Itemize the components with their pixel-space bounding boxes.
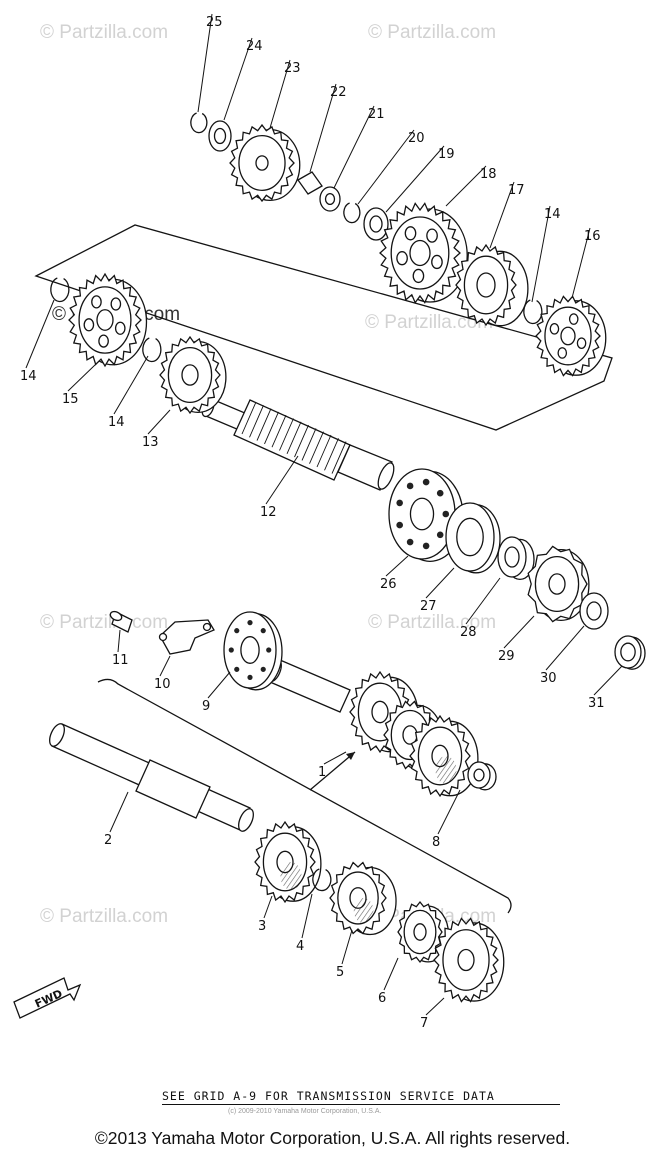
callout-11: 11 (112, 653, 129, 668)
lock-washer (579, 592, 609, 630)
collar (497, 536, 535, 581)
stopper-plate (159, 619, 215, 655)
bolt (109, 610, 133, 633)
callout-20: 20 (408, 131, 425, 146)
gear (229, 123, 301, 203)
nut (614, 635, 646, 670)
callout-15: 15 (62, 392, 79, 407)
callout-23: 23 (284, 61, 301, 76)
callout-16: 16 (584, 229, 601, 244)
callout-19: 19 (438, 147, 455, 162)
oil-seal (445, 502, 501, 574)
callout-26: 26 (380, 577, 397, 592)
callout-2: 2 (104, 833, 112, 848)
callout-1: 1 (318, 765, 326, 780)
copyright-text: ©2013 Yamaha Motor Corporation, U.S.A. A… (94, 1128, 571, 1148)
bearing (223, 611, 283, 691)
callout-10: 10 (154, 677, 171, 692)
callout-17: 17 (508, 183, 525, 198)
callout-13: 13 (142, 435, 159, 450)
watermark-text: © Partzilla.com (40, 906, 168, 927)
callout-14: 14 (20, 369, 37, 384)
callout-layer: 1234567891011121314151416171418192021222… (20, 13, 623, 1031)
small-print: (c) 2009-2010 Yamaha Motor Corporation, … (228, 1108, 382, 1115)
gear (68, 272, 148, 368)
watermark-text: © Partzilla.com (40, 612, 168, 633)
gear (254, 820, 322, 904)
gear (535, 295, 607, 377)
callout-14: 14 (544, 207, 561, 222)
drive-sprocket (527, 545, 590, 623)
main-shaft (49, 723, 254, 832)
subassembly-outline (34, 224, 613, 431)
watermark-text: © Partzilla.com (368, 22, 496, 43)
circlip (312, 868, 332, 892)
callout-9: 9 (202, 699, 210, 714)
collar (467, 761, 497, 791)
gear (379, 202, 468, 304)
gear (329, 861, 397, 936)
callout-24: 24 (246, 39, 263, 54)
callout-3: 3 (258, 919, 266, 934)
callout-14: 14 (108, 415, 125, 430)
circlip (142, 337, 162, 363)
leader-arrow (309, 751, 356, 791)
circlip (343, 202, 361, 224)
gear (159, 335, 227, 415)
footer-note: SEE GRID A-9 FOR TRANSMISSION SERVICE DA… (162, 1089, 560, 1105)
gear (409, 714, 479, 798)
callout-6: 6 (378, 991, 386, 1006)
callout-7: 7 (420, 1016, 428, 1031)
leader-arrowhead (346, 752, 355, 760)
gear (455, 243, 529, 327)
callout-29: 29 (498, 649, 515, 664)
callout-8: 8 (432, 835, 440, 850)
callout-30: 30 (540, 671, 557, 686)
main-axle-shaft (201, 398, 395, 491)
washer (363, 207, 389, 241)
callout-27: 27 (420, 599, 437, 614)
callout-28: 28 (460, 625, 477, 640)
circlip (50, 277, 70, 303)
fwd-arrow: FWD (13, 977, 82, 1019)
watermark-text: © Partzilla.com (368, 612, 496, 633)
callout-5: 5 (336, 965, 344, 980)
washer (208, 120, 232, 152)
circlip (190, 112, 208, 134)
washer (319, 186, 341, 212)
watermark-text: © Partzilla.com (365, 312, 493, 333)
callout-12: 12 (260, 505, 277, 520)
collar (297, 171, 323, 195)
callout-25: 25 (206, 15, 223, 30)
circlip (523, 299, 543, 325)
callout-4: 4 (296, 939, 304, 954)
callout-21: 21 (368, 107, 385, 122)
assembly-bracket (97, 678, 512, 914)
callout-22: 22 (330, 85, 347, 100)
gear (433, 917, 505, 1003)
watermark-text: © Partzilla.com (40, 22, 168, 43)
callout-31: 31 (588, 696, 605, 711)
callout-18: 18 (480, 167, 497, 182)
